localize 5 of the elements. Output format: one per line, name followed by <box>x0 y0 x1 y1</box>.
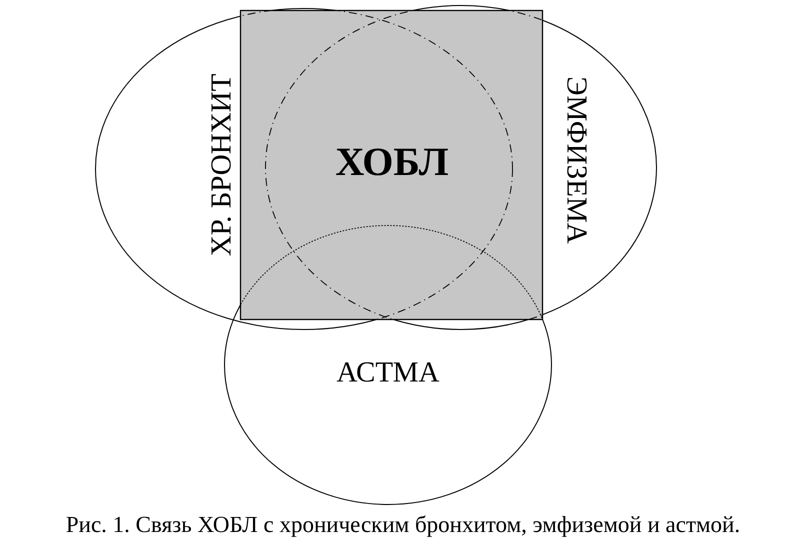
figure-caption: Рис. 1. Связь ХОБЛ с хроническим бронхитом, эмфиземой и астмой. <box>64 512 742 538</box>
region-label: ХР. БРОНХИТ <box>208 74 236 256</box>
region-label: ЭМФИЗЕМА <box>562 76 590 244</box>
region-label: АСТМА <box>336 358 440 388</box>
center-label: ХОБЛ <box>335 142 449 182</box>
